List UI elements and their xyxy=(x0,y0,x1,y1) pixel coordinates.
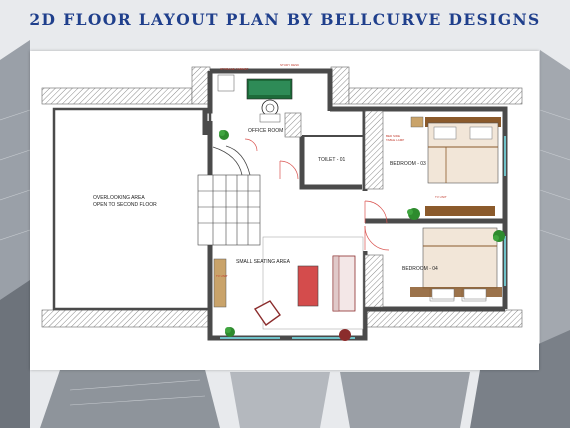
staircase xyxy=(197,145,261,246)
duct-shafts xyxy=(284,110,384,308)
svg-text:TABLE LAMP: TABLE LAMP xyxy=(386,138,404,142)
door-swings xyxy=(244,138,390,251)
office-furniture: STORAGE CABINET STUDY DESK xyxy=(217,63,299,140)
label-bedroom-03: BEDROOM - 03 xyxy=(390,161,426,167)
floor-plan: STORAGE CABINET STUDY DESK BED SIDE TABL… xyxy=(41,63,523,341)
svg-text:STUDY DESK: STUDY DESK xyxy=(280,63,299,67)
windows xyxy=(220,136,506,339)
floor-plan-panel: STORAGE CABINET STUDY DESK BED SIDE TABL… xyxy=(30,51,539,370)
label-office-room: OFFICE ROOM xyxy=(248,128,283,134)
svg-text:STORAGE CABINET: STORAGE CABINET xyxy=(220,67,249,71)
bedroom-03-furniture: BED SIDE TABLE LAMP TV UNIT xyxy=(386,116,501,220)
label-overlooking-area: OVERLOOKING AREA xyxy=(93,195,145,201)
seating-furniture: TV UNIT xyxy=(213,236,364,341)
label-toilet: TOILET - 01 xyxy=(318,157,346,163)
svg-text:TV UNIT: TV UNIT xyxy=(435,195,447,199)
label-open-to-second-floor: OPEN TO SECOND FLOOR xyxy=(93,202,157,208)
label-bedroom-04: BEDROOM - 04 xyxy=(402,266,438,272)
page-title: 2D FLOOR LAYOUT PLAN BY BELLCURVE DESIGN… xyxy=(29,10,541,29)
label-small-seating-area: SMALL SEATING AREA xyxy=(236,259,291,265)
svg-text:TV UNIT: TV UNIT xyxy=(216,274,228,278)
bedroom-04-furniture xyxy=(410,227,505,302)
svg-text:BED SIDE: BED SIDE xyxy=(386,134,400,138)
